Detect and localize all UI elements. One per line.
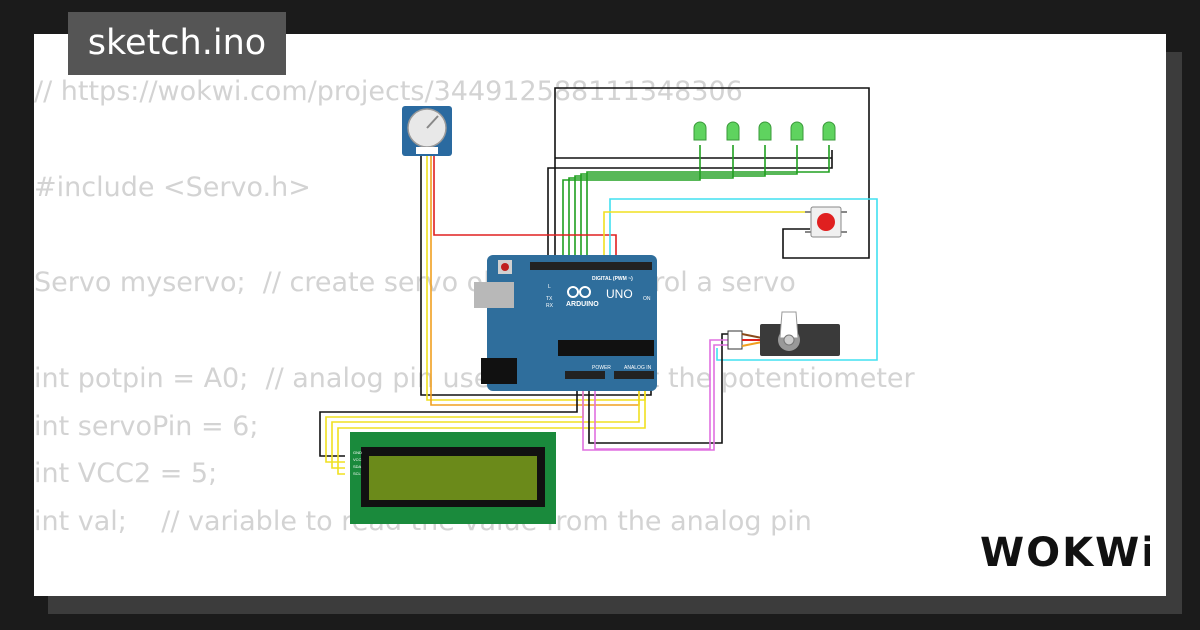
board-led-l: L — [548, 284, 551, 290]
lcd-pin-gnd: GND — [353, 450, 362, 455]
lcd-pin-sda: SDA — [353, 464, 362, 469]
file-title-tab[interactable]: sketch.ino — [68, 12, 286, 75]
wire-red — [433, 152, 617, 262]
potentiometer-icon — [402, 106, 452, 156]
servo-motor-icon — [727, 311, 840, 356]
board-brand: ARDUINO — [566, 301, 599, 308]
arduino-uno-board: DIGITAL (PWM ~) L TX RX ARDUINO UNO ON P… — [474, 255, 657, 391]
wire-servo — [582, 333, 730, 451]
pushbutton-icon — [805, 206, 847, 238]
code-line: int servoPin = 6; — [34, 410, 259, 442]
lcd-pin-vcc: VCC — [353, 457, 362, 462]
board-digital-header: DIGITAL (PWM ~) — [592, 276, 633, 282]
board-tx: TX — [546, 296, 553, 302]
wire-cyan — [609, 198, 878, 361]
wire-black-frame — [547, 87, 870, 262]
wire-lcd — [319, 385, 646, 475]
board-power-header: POWER — [592, 365, 611, 371]
wokwi-logo: WOKWi — [980, 530, 1150, 576]
code-line: // https://wokwi.com/projects/3449125881… — [34, 76, 743, 107]
wire-yellow-button — [603, 211, 810, 262]
code-line: #include <Servo.h> — [34, 171, 311, 203]
led-icon — [693, 121, 836, 141]
code-line: int VCC2 = 5; — [34, 458, 218, 490]
board-rx: RX — [546, 303, 554, 309]
board-model: UNO — [606, 287, 633, 301]
board-analog-header: ANALOG IN — [624, 365, 652, 371]
board-on: ON — [643, 296, 651, 302]
wire-green-leds — [562, 145, 830, 262]
wokwi-logo-text: WOKWi — [980, 530, 1150, 576]
lcd-pin-scl: SCL — [353, 471, 362, 476]
lcd-1602-module: GND VCC SDA SCL — [350, 432, 556, 524]
